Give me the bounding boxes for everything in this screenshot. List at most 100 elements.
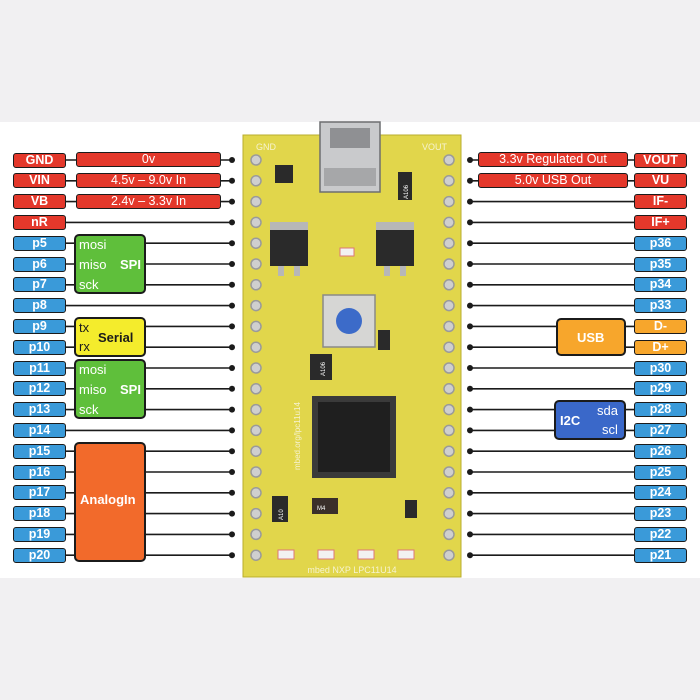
left-dot-19 bbox=[229, 552, 235, 559]
right-hole-8 bbox=[443, 320, 455, 333]
vin-function: 4.5v – 9.0v In bbox=[76, 173, 221, 188]
right-dot-19 bbox=[467, 552, 473, 559]
spi2-miso: miso bbox=[79, 382, 107, 397]
usb-group: USB bbox=[556, 318, 626, 356]
left-pin-1: VIN bbox=[13, 173, 66, 189]
right-hole-14 bbox=[443, 445, 455, 457]
crystal-label: M4 bbox=[317, 506, 326, 512]
analogin-group: AnalogIn bbox=[74, 442, 146, 562]
right-dot-5 bbox=[467, 261, 473, 267]
right-dot-16 bbox=[467, 489, 473, 496]
analogin-title: AnalogIn bbox=[80, 492, 136, 507]
spi2-title: SPI bbox=[120, 382, 141, 397]
left-dot-11 bbox=[229, 385, 235, 392]
left-dot-15 bbox=[229, 469, 235, 475]
right-hole-17 bbox=[443, 507, 455, 520]
right-pin-5: p35 bbox=[634, 256, 687, 272]
right-hole-2 bbox=[443, 195, 455, 208]
right-pin-9: D+ bbox=[634, 339, 687, 355]
left-dot-17 bbox=[229, 510, 235, 517]
left-pin-6: p7 bbox=[13, 277, 66, 293]
left-pin-9: p10 bbox=[13, 339, 66, 355]
right-pin-6: p34 bbox=[634, 277, 687, 293]
right-dot-10 bbox=[467, 365, 473, 371]
left-hole-18 bbox=[250, 528, 262, 541]
left-pin-13: p14 bbox=[13, 422, 66, 438]
spi1-miso: miso bbox=[79, 257, 107, 272]
serial-rx: rx bbox=[79, 339, 90, 354]
left-hole-0 bbox=[250, 154, 262, 166]
chip-c-label: A10 bbox=[279, 509, 285, 520]
right-hole-10 bbox=[443, 362, 455, 374]
right-hole-4 bbox=[443, 237, 455, 249]
right-pin-16: p24 bbox=[634, 485, 687, 501]
right-hole-0 bbox=[443, 154, 455, 166]
serial-group: tx rx Serial bbox=[74, 317, 146, 357]
right-dot-11 bbox=[467, 385, 473, 392]
vout-function: 3.3v Regulated Out bbox=[478, 152, 628, 167]
right-hole-6 bbox=[443, 279, 455, 291]
left-dot-9 bbox=[229, 344, 235, 351]
serial-tx: tx bbox=[79, 320, 90, 335]
silk-side: mbed.org/lpc11u14 bbox=[293, 402, 302, 470]
reset-button bbox=[322, 294, 376, 348]
spi2-mosi: mosi bbox=[79, 362, 107, 377]
left-dot-6 bbox=[229, 281, 235, 288]
spi-group-1: mosi miso sck SPI bbox=[74, 234, 146, 294]
right-pin-10: p30 bbox=[634, 360, 687, 376]
left-pin-5: p6 bbox=[13, 256, 66, 272]
left-dot-10 bbox=[229, 365, 235, 371]
left-dot-18 bbox=[229, 531, 235, 538]
right-hole-13 bbox=[443, 424, 455, 437]
right-pin-3: IF+ bbox=[634, 214, 687, 230]
right-pin-4: p36 bbox=[634, 235, 687, 251]
left-dot-8 bbox=[229, 323, 235, 330]
left-pin-7: p8 bbox=[13, 298, 66, 314]
left-dot-4 bbox=[229, 240, 235, 247]
microcontroller bbox=[312, 396, 396, 478]
header-holes bbox=[250, 154, 455, 561]
left-hole-2 bbox=[250, 195, 262, 208]
left-dot-3 bbox=[229, 219, 235, 226]
left-hole-3 bbox=[250, 216, 262, 229]
right-dot-15 bbox=[467, 469, 473, 475]
left-hole-12 bbox=[250, 403, 262, 416]
right-dot-0 bbox=[467, 157, 473, 163]
right-dot-12 bbox=[467, 406, 473, 413]
right-pin-17: p23 bbox=[634, 506, 687, 522]
left-hole-11 bbox=[250, 383, 262, 395]
left-pin-3: nR bbox=[13, 214, 66, 230]
left-dot-2 bbox=[229, 198, 235, 205]
i2c-scl: scl bbox=[602, 422, 618, 437]
left-pin-17: p18 bbox=[13, 506, 66, 522]
spi1-sck: sck bbox=[79, 277, 99, 292]
left-hole-19 bbox=[250, 549, 262, 561]
left-dot-0 bbox=[229, 157, 235, 163]
left-dot-12 bbox=[229, 406, 235, 413]
right-dot-3 bbox=[467, 219, 473, 226]
right-dot-13 bbox=[467, 427, 473, 434]
right-dot-8 bbox=[467, 323, 473, 330]
left-hole-6 bbox=[250, 279, 262, 291]
left-hole-10 bbox=[250, 362, 262, 374]
left-hole-15 bbox=[250, 466, 262, 478]
right-pin-19: p21 bbox=[634, 547, 687, 563]
left-pin-18: p19 bbox=[13, 526, 66, 542]
right-hole-9 bbox=[443, 341, 455, 353]
right-dot-6 bbox=[467, 281, 473, 288]
right-hole-1 bbox=[443, 175, 455, 187]
left-pin-4: p5 bbox=[13, 235, 66, 251]
left-pin-15: p16 bbox=[13, 464, 66, 480]
right-pin-11: p29 bbox=[634, 381, 687, 397]
right-dot-17 bbox=[467, 510, 473, 517]
vu-function: 5.0v USB Out bbox=[478, 173, 628, 188]
right-hole-18 bbox=[443, 528, 455, 541]
left-hole-8 bbox=[250, 320, 262, 333]
gnd-function: 0v bbox=[76, 152, 221, 167]
right-pin-18: p22 bbox=[634, 526, 687, 542]
right-pin-1: VU bbox=[634, 173, 687, 189]
usb-title: USB bbox=[577, 330, 605, 345]
i2c-title: I2C bbox=[560, 413, 581, 428]
left-hole-5 bbox=[250, 258, 262, 270]
right-pin-8: D- bbox=[634, 318, 687, 334]
